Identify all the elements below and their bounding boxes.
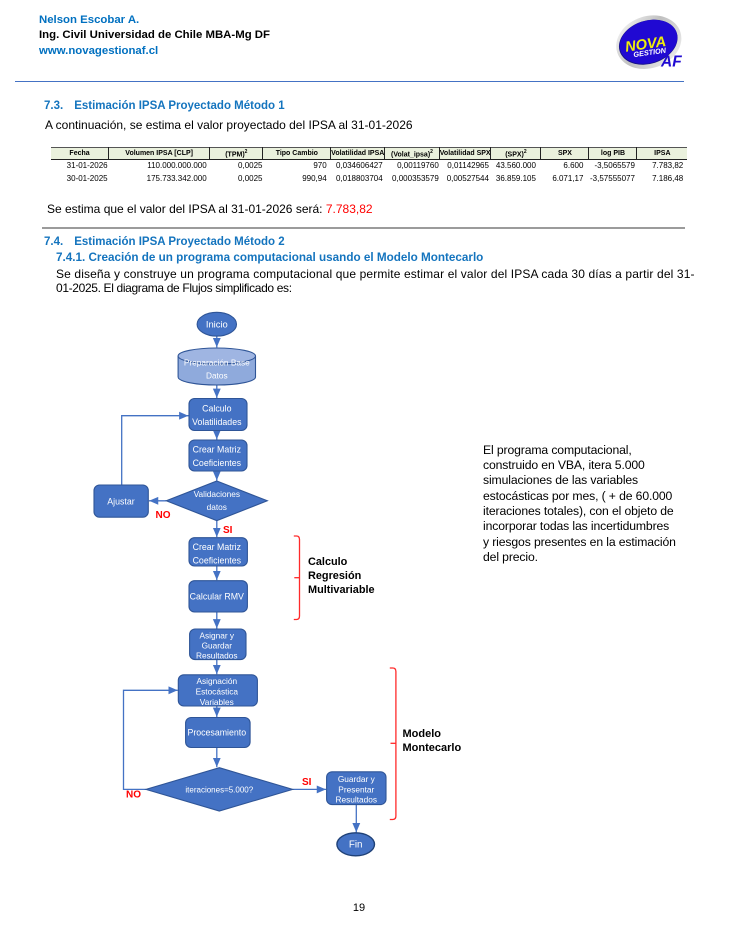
svg-text:Crear Matriz: Crear Matriz [193,542,241,552]
svg-text:Coeficientes: Coeficientes [193,556,242,566]
svg-text:Calculo: Calculo [202,404,231,414]
svg-text:AF: AF [660,54,682,71]
svg-text:Crear Matriz: Crear Matriz [193,445,241,455]
svg-text:Validaciones: Validaciones [194,489,240,499]
svg-text:Volatilidades: Volatilidades [192,417,242,427]
svg-text:Inicio: Inicio [206,319,228,330]
svg-text:SI: SI [223,525,233,536]
svg-text:Presentar: Presentar [338,784,374,794]
svg-text:iteraciones=5.000?: iteraciones=5.000? [185,786,253,795]
svg-text:Estocástica: Estocástica [196,687,239,697]
svg-text:Guardar y: Guardar y [338,774,376,784]
svg-text:Ajustar: Ajustar [107,497,134,507]
svg-text:Variables: Variables [200,697,234,707]
svg-text:Preparación Base: Preparación Base [184,358,250,368]
svg-text:Fin: Fin [349,840,363,851]
svg-text:Resultados: Resultados [196,651,238,661]
svg-text:datos: datos [207,502,227,512]
svg-text:NO: NO [156,510,171,521]
svg-text:SI: SI [302,777,312,788]
svg-text:Asignación: Asignación [197,676,238,686]
svg-text:Datos: Datos [206,371,228,381]
svg-text:Calcular RMV: Calcular RMV [190,592,244,602]
svg-text:Guardar: Guardar [202,641,233,651]
svg-text:NO: NO [126,790,141,801]
svg-text:Asignar y: Asignar y [200,631,235,641]
svg-text:Resultados: Resultados [336,794,378,804]
svg-text:Procesamiento: Procesamiento [187,728,246,738]
svg-text:NOVA: NOVA [624,34,667,56]
svg-text:Coeficientes: Coeficientes [193,458,242,468]
